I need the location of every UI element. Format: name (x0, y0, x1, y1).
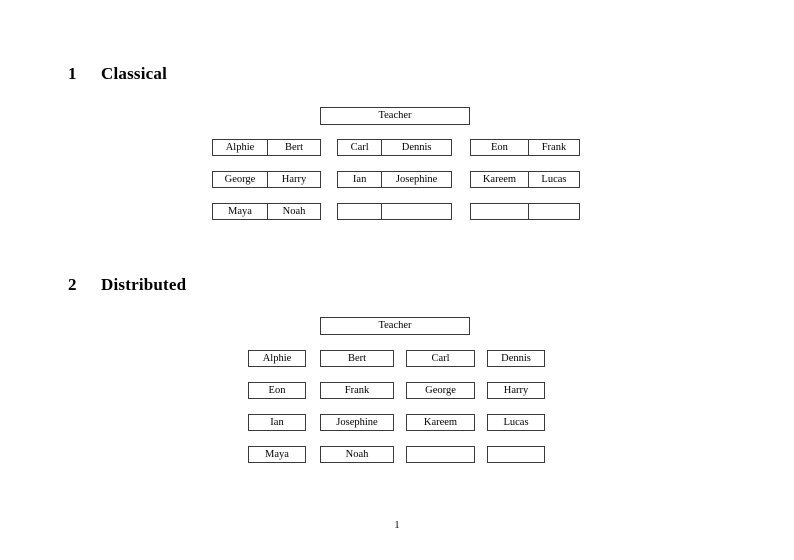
student-cell: Kareem (482, 174, 517, 185)
student-cell: Josephine (381, 172, 451, 187)
student-cell: Bert (266, 140, 320, 155)
student-cell: Lucas (527, 172, 579, 187)
table-row: Maya Noah (212, 203, 321, 220)
section-number: 1 (68, 64, 77, 83)
student-cell: Eon (248, 382, 306, 399)
student-cell: Lucas (487, 414, 545, 431)
section-title: Classical (101, 64, 168, 83)
student-cell: George (406, 382, 475, 399)
student-cell: Maya (228, 206, 252, 217)
section-heading-distributed: 2 Distributed (68, 275, 186, 295)
student-cell-empty (381, 204, 451, 219)
student-cell: Dennis (381, 140, 451, 155)
teacher-box-distributed: Teacher (320, 317, 470, 335)
table-row-empty (337, 203, 452, 220)
student-cell: Josephine (320, 414, 394, 431)
table-row: George Harry (212, 171, 321, 188)
student-cell: Maya (248, 446, 306, 463)
table-row: Eon Frank (470, 139, 580, 156)
table-row: Kareem Lucas (470, 171, 580, 188)
student-cell-empty (338, 204, 381, 219)
page-number: 1 (394, 520, 400, 531)
student-cell: Dennis (487, 350, 545, 367)
student-cell: Eon (491, 142, 508, 153)
table-row: Ian Josephine (337, 171, 452, 188)
student-cell: Harry (487, 382, 545, 399)
student-cell-empty (487, 446, 545, 463)
teacher-box-classical: Teacher (320, 107, 470, 125)
student-cell: Noah (266, 204, 320, 219)
student-cell: Noah (320, 446, 394, 463)
table-row: Alphie Bert (212, 139, 321, 156)
student-cell-empty (471, 204, 528, 219)
student-cell: Ian (352, 174, 367, 185)
student-cell: Frank (320, 382, 394, 399)
table-row-empty (470, 203, 580, 220)
student-cell: George (224, 174, 256, 185)
section-number: 2 (68, 275, 77, 294)
student-cell: Harry (266, 172, 320, 187)
student-cell: Ian (248, 414, 306, 431)
student-cell: Bert (320, 350, 394, 367)
section-heading-classical: 1 Classical (68, 64, 167, 84)
student-cell-empty (527, 204, 579, 219)
student-cell: Carl (350, 142, 369, 153)
student-cell: Carl (406, 350, 475, 367)
section-title: Distributed (101, 275, 187, 294)
student-cell: Frank (527, 140, 579, 155)
student-cell: Alphie (225, 142, 255, 153)
student-cell-empty (406, 446, 475, 463)
table-row: Carl Dennis (337, 139, 452, 156)
student-cell: Kareem (406, 414, 475, 431)
student-cell: Alphie (248, 350, 306, 367)
